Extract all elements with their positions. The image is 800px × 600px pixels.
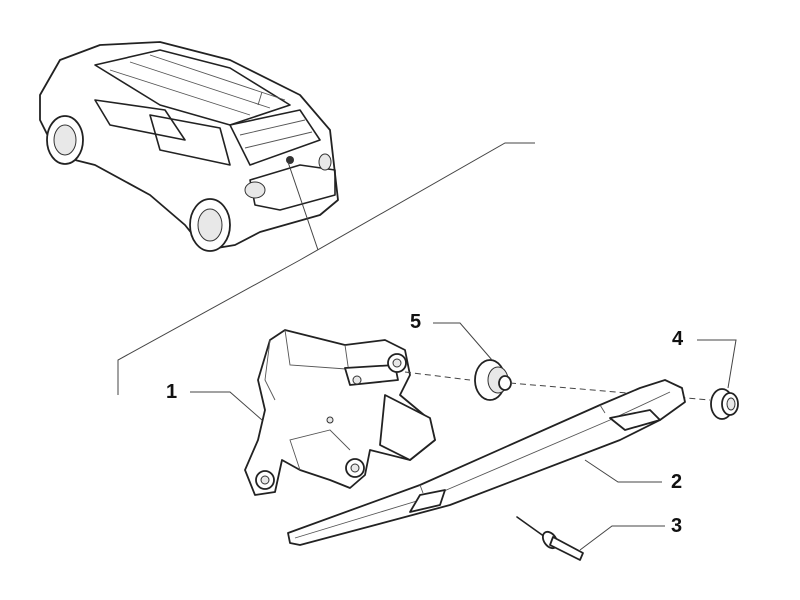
grommet-part <box>474 359 512 401</box>
callout-2: 2 <box>671 471 682 493</box>
vehicle-overview-illustration <box>39 41 339 252</box>
rivet-part <box>516 516 584 561</box>
wiper-motor-part <box>244 329 436 496</box>
cap-nut-part <box>710 388 739 420</box>
callout-4: 4 <box>672 328 684 350</box>
assembly-axis-line <box>404 371 711 401</box>
callout-5: 5 <box>410 311 421 333</box>
leader-lines <box>190 322 737 551</box>
callout-3: 3 <box>671 515 682 537</box>
detail-frame-lines <box>117 142 535 395</box>
callout-1: 1 <box>166 381 177 403</box>
wiper-arm-part <box>287 379 686 546</box>
